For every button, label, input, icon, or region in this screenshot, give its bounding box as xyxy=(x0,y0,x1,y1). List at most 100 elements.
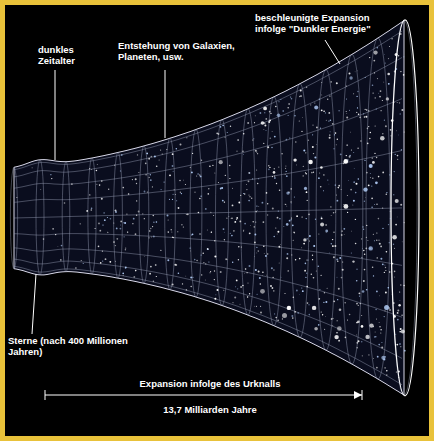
star-dot xyxy=(294,115,295,116)
star-dot xyxy=(255,150,257,152)
star-dot xyxy=(121,154,123,156)
star-dot xyxy=(401,109,403,111)
star-dot xyxy=(359,296,360,297)
star-dot xyxy=(169,174,171,176)
star-dot xyxy=(399,300,401,302)
star-dot xyxy=(256,206,257,207)
star-dot xyxy=(371,186,372,187)
star-dot xyxy=(356,303,358,305)
star-dot xyxy=(218,133,220,135)
star-dot xyxy=(392,235,397,240)
star-dot xyxy=(334,134,335,135)
star-dot xyxy=(107,232,108,233)
star-dot xyxy=(153,221,155,223)
star-dot xyxy=(244,273,246,275)
star-dot xyxy=(238,259,239,260)
star-dot xyxy=(363,229,364,230)
star-dot xyxy=(265,255,267,257)
star-dot xyxy=(378,176,380,178)
star-dot xyxy=(353,181,355,183)
star-dot xyxy=(349,110,350,111)
star-dot xyxy=(306,273,307,274)
star-dot xyxy=(180,144,182,146)
star-dot xyxy=(234,297,236,299)
star-dot xyxy=(177,231,178,232)
star-dot xyxy=(318,177,320,179)
star-dot xyxy=(292,317,294,319)
star-dot xyxy=(398,55,399,56)
star-dot xyxy=(149,230,151,232)
star-dot xyxy=(271,267,273,269)
star-dot xyxy=(356,70,358,72)
star-dot xyxy=(280,99,281,100)
star-dot xyxy=(330,120,332,122)
star-dot xyxy=(201,196,202,197)
star-dot xyxy=(108,189,109,190)
star-dot xyxy=(382,100,383,101)
cone-end xyxy=(391,20,419,396)
star-dot xyxy=(378,92,380,94)
star-dot xyxy=(173,237,174,238)
star-dot xyxy=(374,240,375,241)
star-dot xyxy=(244,193,245,194)
star-dot xyxy=(282,318,283,319)
star-dot xyxy=(300,89,302,91)
star-dot xyxy=(249,172,250,173)
star-dot xyxy=(389,271,390,272)
star-dot xyxy=(379,326,381,328)
star-dot xyxy=(384,310,385,311)
star-dot xyxy=(234,221,236,223)
star-dot xyxy=(264,123,265,124)
star-dot xyxy=(267,214,268,215)
leader-line xyxy=(165,70,166,138)
star-dot xyxy=(311,172,313,174)
star-dot xyxy=(367,143,369,145)
star-dot xyxy=(362,257,363,258)
star-dot xyxy=(367,240,368,241)
star-dot xyxy=(274,168,275,169)
star-dot xyxy=(318,265,320,267)
star-dot xyxy=(395,199,399,203)
star-dot xyxy=(229,165,231,167)
star-dot xyxy=(251,198,252,199)
star-dot xyxy=(173,194,174,195)
star-dot xyxy=(263,107,267,111)
star-dot xyxy=(403,285,404,286)
star-dot xyxy=(323,302,324,303)
star-dot xyxy=(96,170,98,172)
star-dot xyxy=(81,260,82,261)
star-dot xyxy=(132,223,133,224)
star-dot xyxy=(342,269,344,271)
star-dot xyxy=(89,168,90,169)
star-dot xyxy=(228,216,230,218)
star-dot xyxy=(262,271,264,273)
star-dot xyxy=(272,208,274,210)
star-dot xyxy=(196,260,198,262)
star-dot xyxy=(274,136,276,138)
star-dot xyxy=(255,234,257,236)
universe-cone xyxy=(5,5,429,436)
star-dot xyxy=(190,277,192,279)
star-dot xyxy=(395,224,397,226)
star-dot xyxy=(255,211,257,213)
star-dot xyxy=(115,210,116,211)
star-dot xyxy=(294,311,296,313)
star-dot xyxy=(245,268,247,270)
star-dot xyxy=(311,274,312,275)
star-dot xyxy=(350,189,352,191)
star-dot xyxy=(120,170,121,171)
star-dot xyxy=(374,51,378,55)
star-dot xyxy=(279,263,280,264)
star-dot xyxy=(364,254,366,256)
star-dot xyxy=(213,215,214,216)
star-dot xyxy=(291,217,292,218)
star-dot xyxy=(359,116,361,118)
star-dot xyxy=(376,367,378,369)
star-dot xyxy=(151,156,153,158)
star-dot xyxy=(306,87,307,88)
star-dot xyxy=(377,257,378,258)
era-label: beschleunigte Expansion infolge "Dunkler… xyxy=(255,12,395,35)
star-dot xyxy=(368,110,370,112)
star-dot xyxy=(332,318,333,319)
star-dot xyxy=(295,259,296,260)
